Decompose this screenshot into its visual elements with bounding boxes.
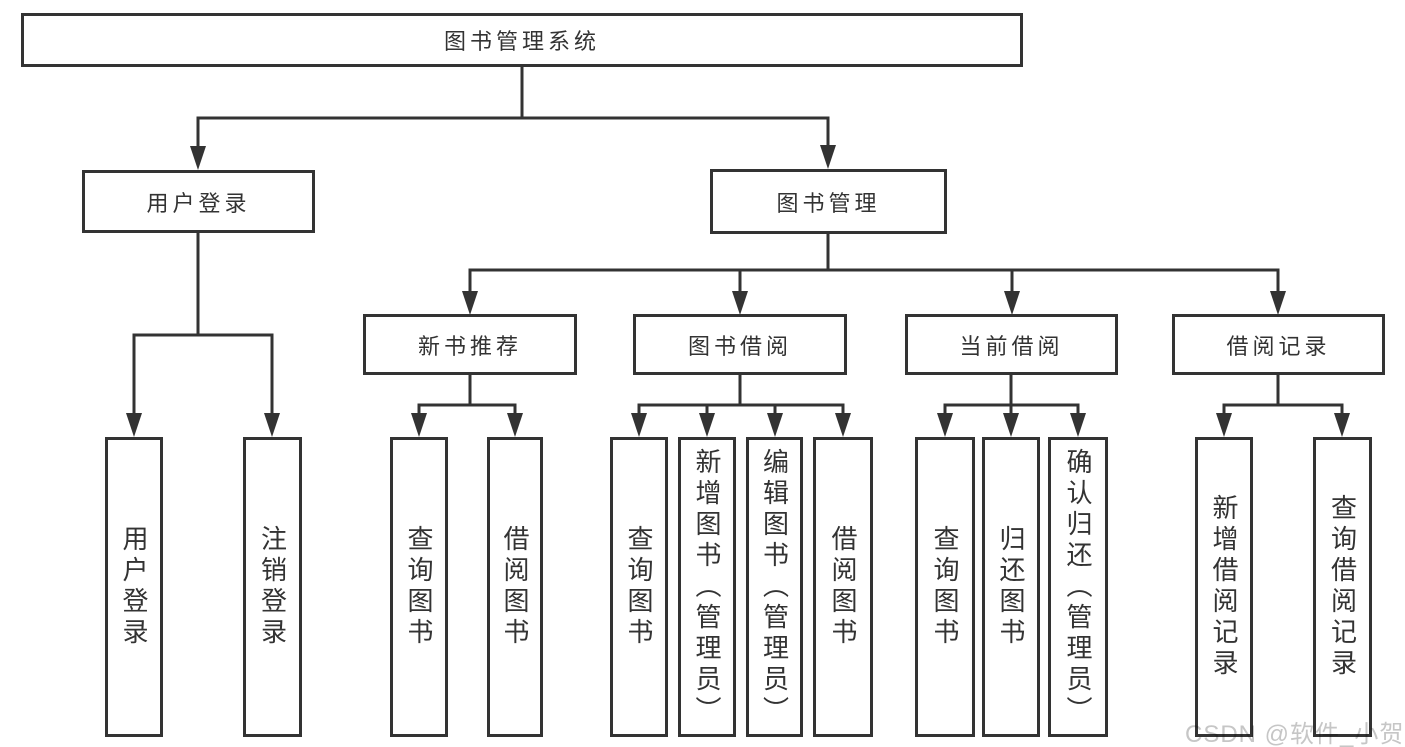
leaf-edit-books-admin: 编辑图书（管理员） bbox=[746, 437, 803, 737]
leaf-return-books: 归还图书 bbox=[982, 437, 1040, 737]
connector-root-branch bbox=[190, 67, 836, 170]
node-new-book-recommend: 新书推荐 bbox=[363, 314, 577, 375]
node-user-login: 用户登录 bbox=[82, 170, 315, 233]
leaf-add-books-admin: 新增图书（管理员） bbox=[678, 437, 736, 737]
watermark: CSDN @软件_小贺同学 bbox=[1185, 721, 1405, 747]
connector-user-login-branch bbox=[126, 233, 280, 437]
leaf-query-borrow-record: 查询借阅记录 bbox=[1313, 437, 1372, 737]
leaf-new-book-borrow-books: 借阅图书 bbox=[487, 437, 543, 737]
connector-current-borrow-branch bbox=[937, 375, 1086, 437]
connector-borrow-record-branch bbox=[1216, 375, 1350, 437]
node-book-borrowing: 图书借阅 bbox=[633, 314, 847, 375]
leaf-logout: 注销登录 bbox=[243, 437, 302, 737]
leaf-confirm-return-admin: 确认归还（管理员） bbox=[1048, 437, 1108, 737]
leaf-user-login: 用户登录 bbox=[105, 437, 163, 737]
leaf-borrow-query-books: 查询图书 bbox=[610, 437, 668, 737]
leaf-new-book-query-books: 查询图书 bbox=[390, 437, 448, 737]
node-root: 图书管理系统 bbox=[21, 13, 1023, 67]
leaf-current-query-books: 查询图书 bbox=[915, 437, 975, 737]
connector-book-management-branch bbox=[462, 234, 1286, 315]
leaf-borrow-borrow-books: 借阅图书 bbox=[813, 437, 873, 737]
connector-new-book-branch bbox=[411, 375, 523, 437]
node-current-borrowing: 当前借阅 bbox=[905, 314, 1118, 375]
leaf-add-borrow-record: 新增借阅记录 bbox=[1195, 437, 1253, 737]
node-book-management: 图书管理 bbox=[710, 169, 947, 234]
connector-book-borrow-branch bbox=[631, 375, 851, 437]
node-borrow-records: 借阅记录 bbox=[1172, 314, 1385, 375]
